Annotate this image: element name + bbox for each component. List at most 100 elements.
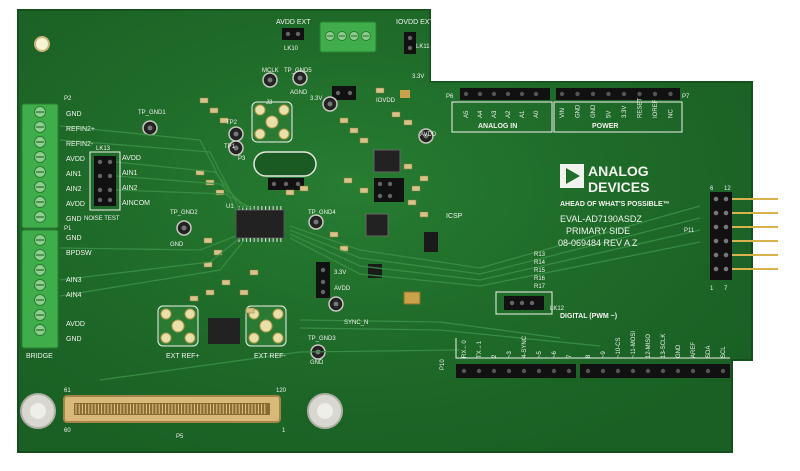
smd-component bbox=[245, 307, 255, 314]
tp-gnd4-label: TP_GND4 bbox=[308, 210, 336, 216]
pin bbox=[335, 90, 341, 96]
pin bbox=[107, 187, 113, 193]
noise-pin-label: AIN1 bbox=[122, 170, 138, 177]
pin bbox=[407, 45, 413, 51]
pin bbox=[519, 300, 525, 306]
pin bbox=[720, 368, 726, 374]
jumper-lk10 bbox=[282, 28, 304, 40]
p2-pin-label: REFIN2- bbox=[66, 141, 94, 148]
p2-pin-label: AVDD bbox=[66, 156, 85, 163]
pin-dot bbox=[713, 210, 719, 216]
sma-pad bbox=[184, 332, 196, 344]
pin bbox=[295, 181, 301, 187]
silk-outlines bbox=[89, 101, 730, 359]
pin bbox=[519, 91, 525, 97]
pin bbox=[285, 31, 291, 37]
power-pin-label: VIN bbox=[560, 108, 566, 118]
pin bbox=[107, 159, 113, 165]
noise-pin-label: AINCOM bbox=[122, 200, 150, 207]
lk12-label: LK12 bbox=[550, 306, 565, 312]
test-point-core bbox=[181, 225, 187, 231]
noise-test-label: NOISE TEST bbox=[84, 216, 120, 222]
chip-u1 bbox=[235, 209, 285, 239]
pin-dot bbox=[713, 266, 719, 272]
terminal-screws bbox=[34, 106, 46, 336]
sma-pad bbox=[272, 332, 284, 344]
tp-gnd3-label: TP_GND3 bbox=[308, 336, 336, 342]
smd-component bbox=[239, 289, 249, 296]
digital-pin-label: SCL bbox=[721, 346, 727, 358]
bridge-label: BRIDGE bbox=[26, 353, 53, 360]
standoff-right-inner bbox=[317, 403, 333, 419]
test-point-core bbox=[267, 77, 273, 83]
avdd-label-b: AVDD bbox=[334, 286, 351, 292]
pin bbox=[107, 173, 113, 179]
avdd-ext-label: AVDD EXT bbox=[276, 19, 311, 26]
lk10-label: LK10 bbox=[284, 46, 299, 52]
resistor-label: R16 bbox=[534, 276, 546, 282]
digital-pin-label: 13-SCLK bbox=[661, 334, 667, 358]
sma-pad bbox=[254, 128, 266, 140]
p3-label: P3 bbox=[238, 156, 246, 162]
digital-pin-label: SDA bbox=[706, 346, 712, 358]
pin bbox=[533, 91, 539, 97]
pin-dot bbox=[713, 224, 719, 230]
ext-ref-minus-label: EXT REF- bbox=[254, 353, 286, 360]
mounting-hole-top-left bbox=[34, 36, 50, 52]
jumper-lk8 bbox=[374, 178, 404, 202]
pin bbox=[652, 91, 658, 97]
header-p11 bbox=[710, 192, 732, 280]
analog-in-label: ANALOG IN bbox=[478, 123, 517, 130]
p2-pin-label: REFIN2+ bbox=[66, 126, 95, 133]
pin bbox=[645, 368, 651, 374]
test-point-core bbox=[313, 219, 319, 225]
sma-pad bbox=[278, 104, 290, 116]
pin bbox=[476, 368, 482, 374]
noise-pin-label: AVDD bbox=[122, 155, 141, 162]
crystal-y1 bbox=[253, 151, 317, 177]
digital-pwm-label: DIGITAL (PWM ~) bbox=[560, 313, 617, 320]
brand-tagline: AHEAD OF WHAT'S POSSIBLE™ bbox=[560, 201, 670, 208]
pin bbox=[271, 181, 277, 187]
smd-component bbox=[203, 237, 213, 244]
p5-label: P5 bbox=[176, 434, 184, 440]
tp-gnd1-label: TP_GND1 bbox=[138, 110, 166, 116]
digital-pin-label: RX←0 bbox=[462, 340, 468, 358]
smd-component bbox=[209, 107, 219, 114]
p5-pin120: 120 bbox=[276, 388, 287, 394]
pin bbox=[320, 267, 326, 273]
smd-component bbox=[359, 187, 369, 194]
test-point-core bbox=[423, 133, 429, 139]
smd-component bbox=[419, 175, 429, 182]
smd-component bbox=[343, 177, 353, 184]
smd-component bbox=[403, 119, 413, 126]
pin bbox=[407, 35, 413, 41]
digital-pin-label: ~9 bbox=[601, 350, 607, 358]
p2-pin-label: GND bbox=[66, 216, 82, 223]
pin bbox=[97, 173, 103, 179]
p1-pin-label: AVDD bbox=[66, 321, 85, 328]
digital-pin-label: 4-SYNC bbox=[522, 335, 528, 358]
brand-line1: ANALOG bbox=[588, 163, 649, 179]
tp2-label: TP2 bbox=[226, 120, 238, 126]
resistor-label: R15 bbox=[534, 268, 546, 274]
pin bbox=[463, 91, 469, 97]
sma-pad bbox=[272, 308, 284, 320]
test-point-core bbox=[297, 75, 303, 81]
model-label: EVAL-AD7190ASDZ bbox=[560, 214, 642, 224]
sync-n-label: SYNC_N bbox=[344, 320, 368, 326]
smd-component bbox=[219, 117, 229, 124]
test-point-core bbox=[327, 101, 333, 107]
analog-pin-label: A4 bbox=[478, 110, 484, 118]
brand-logo-triangle bbox=[566, 168, 580, 184]
pin bbox=[97, 197, 103, 203]
pin bbox=[675, 368, 681, 374]
digital-pin-label: 2 bbox=[492, 354, 498, 358]
digital-pin-label: 12-MISO bbox=[646, 334, 652, 358]
pin bbox=[347, 90, 353, 96]
analog-pin-label: A5 bbox=[464, 110, 470, 118]
p2-pin-label: GND bbox=[66, 111, 82, 118]
v33-label-a: 3.3V bbox=[412, 74, 424, 80]
